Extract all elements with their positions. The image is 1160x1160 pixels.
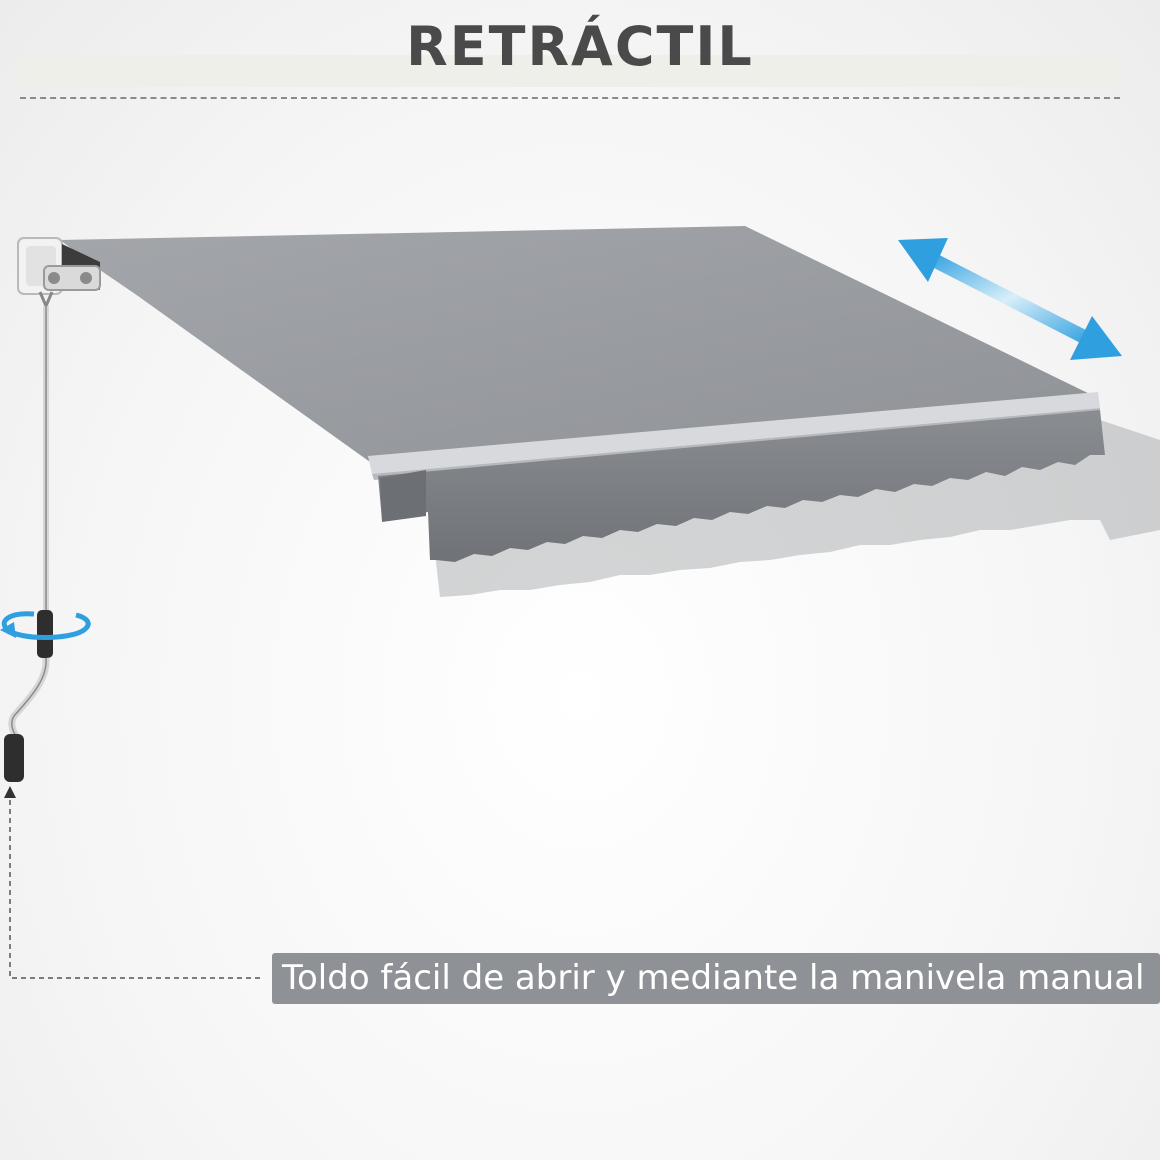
awning-valance xyxy=(378,410,1105,562)
rotation-arrow-icon xyxy=(0,611,91,640)
feature-caption: Toldo fácil de abrir y mediante la maniv… xyxy=(272,953,1160,1004)
title-divider xyxy=(20,97,1120,99)
pointer-arrow-icon xyxy=(4,786,262,979)
page-title: RETRÁCTIL xyxy=(406,15,754,78)
title-band xyxy=(18,55,1121,87)
double-arrow-icon xyxy=(898,238,1122,360)
crank-rod xyxy=(4,306,53,782)
wall-bracket xyxy=(17,237,101,310)
